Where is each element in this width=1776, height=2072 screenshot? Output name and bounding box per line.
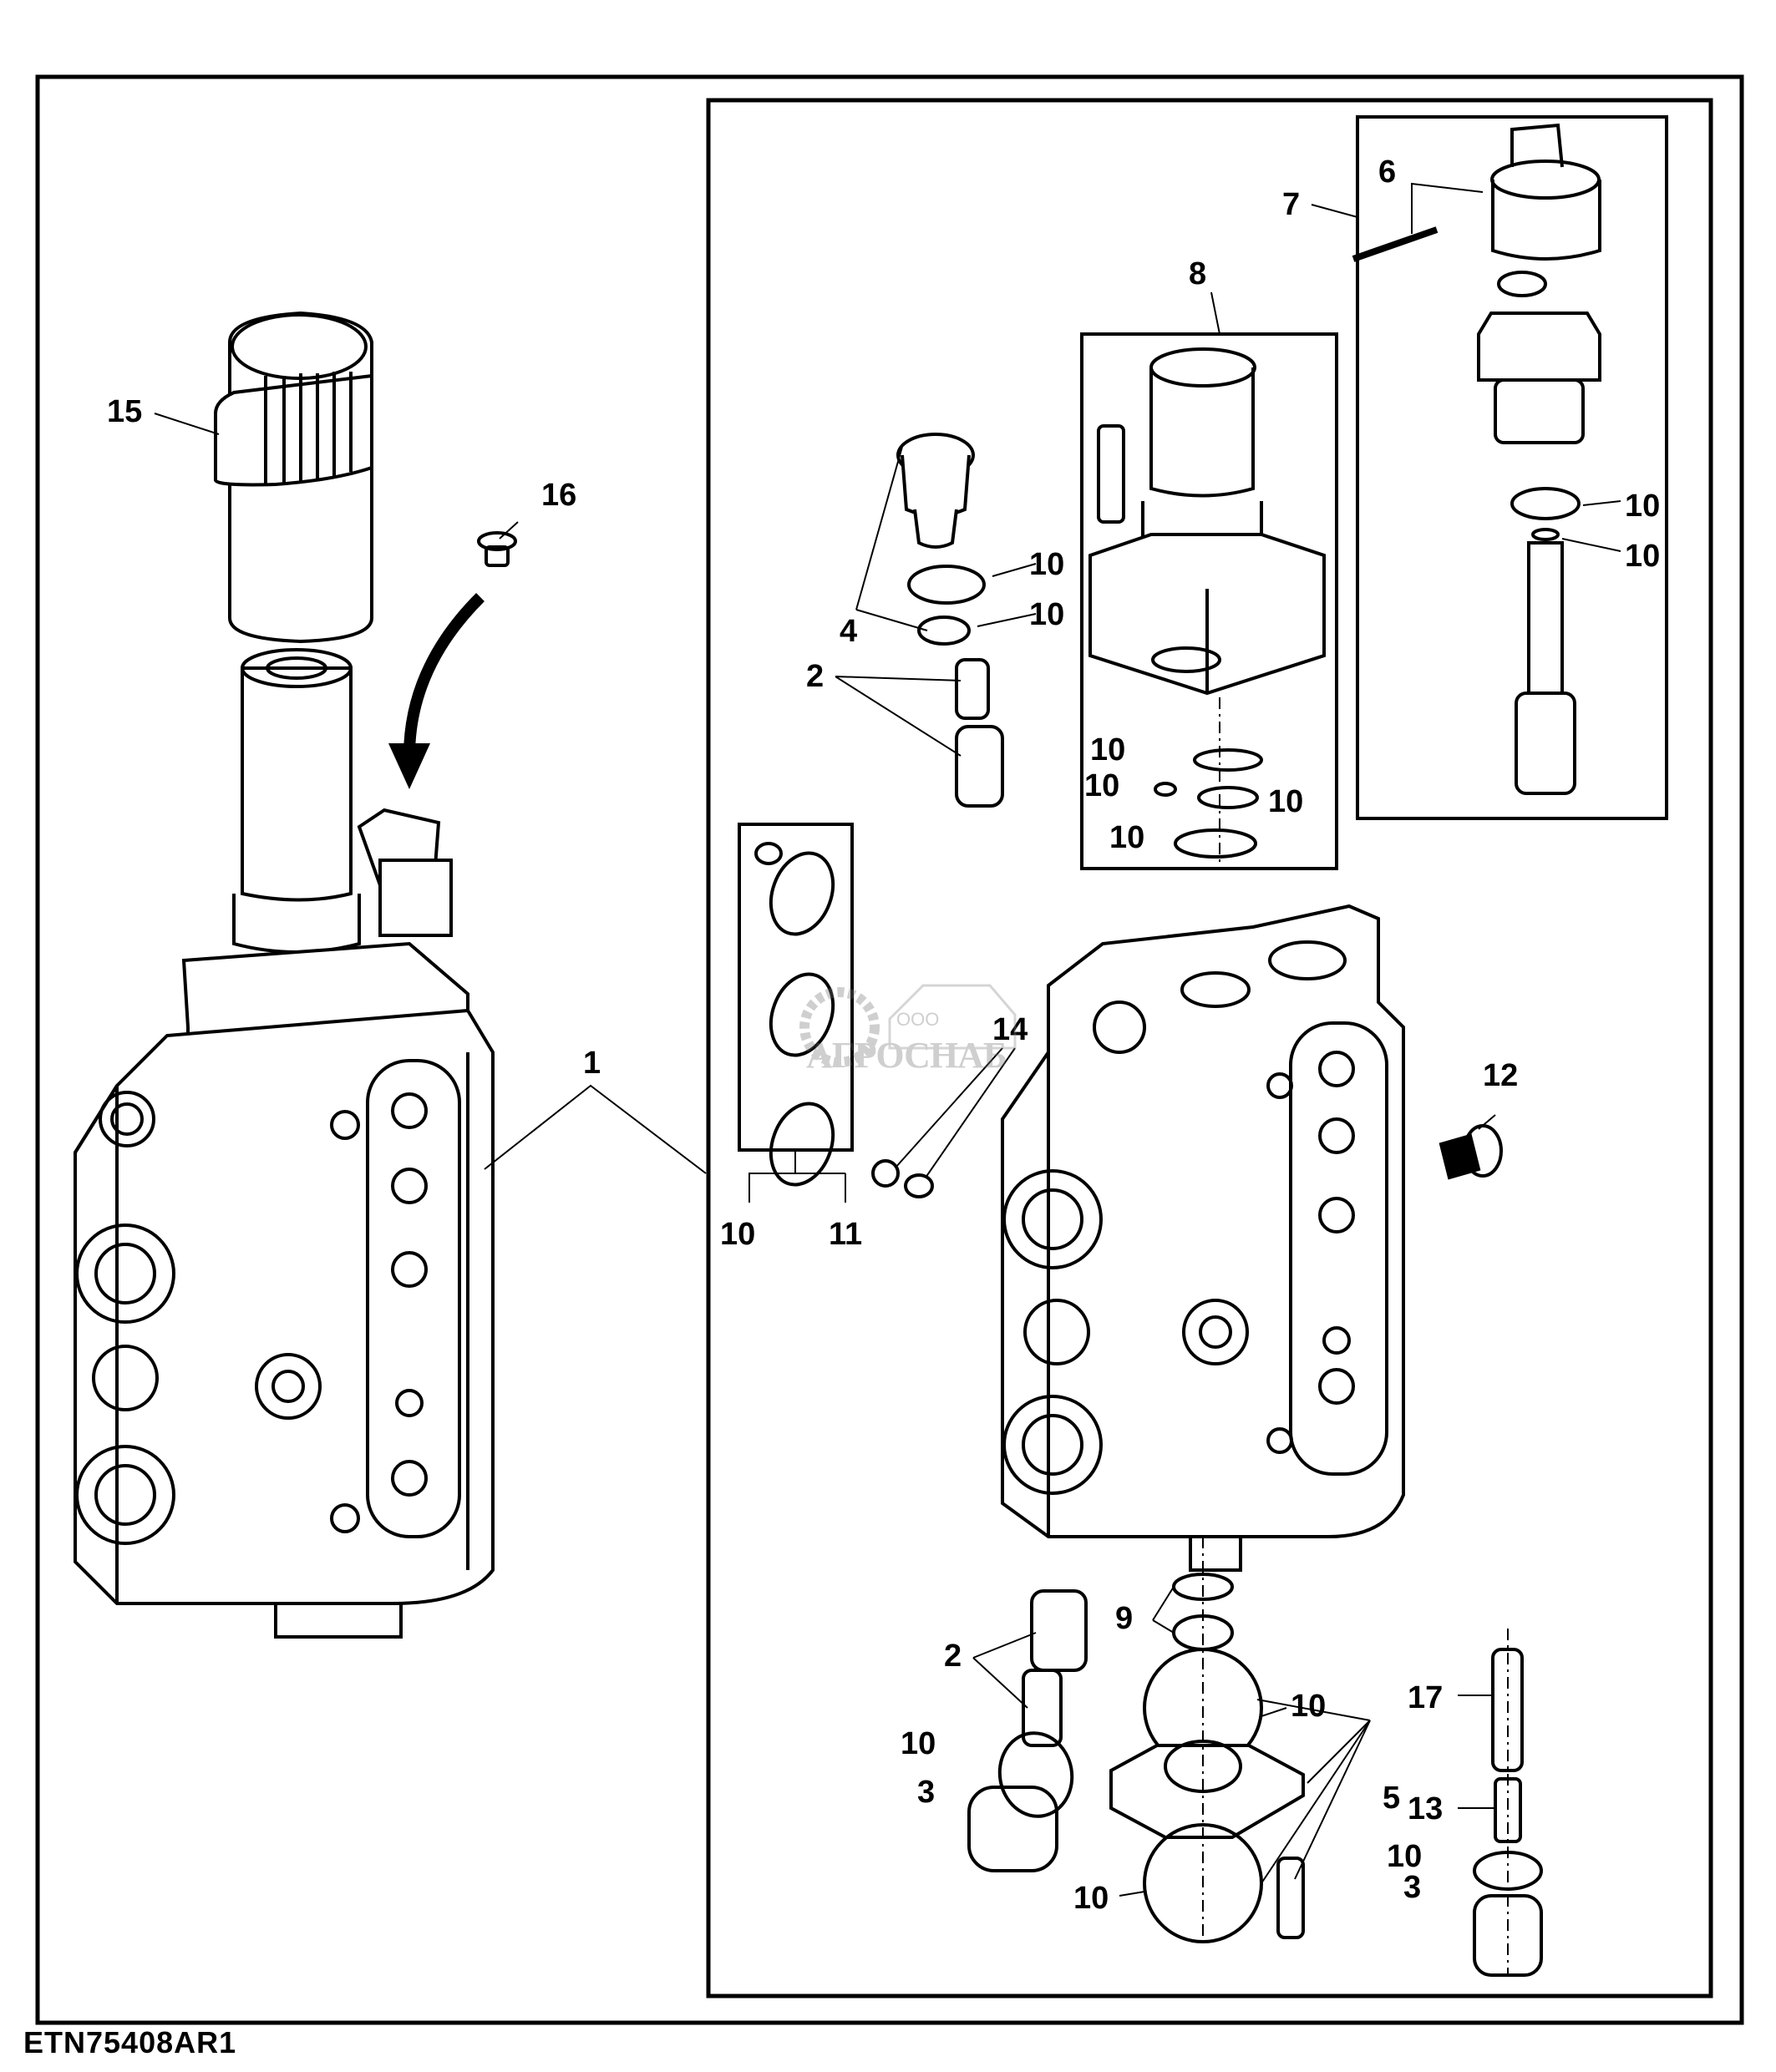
bottom-parts — [967, 1537, 1543, 1977]
callout-10-solenoid-b: 10 — [1084, 768, 1119, 803]
exploded-valve-block — [871, 904, 1503, 1572]
callout-10-cartridge-b: 10 — [1029, 597, 1064, 632]
cartridge-4 — [896, 433, 1004, 808]
callout-14: 14 — [992, 1012, 1028, 1047]
callout-12: 12 — [1483, 1058, 1518, 1093]
plug-16 — [477, 531, 517, 567]
callout-17: 17 — [1408, 1680, 1443, 1715]
callout-4: 4 — [840, 614, 857, 649]
leader-lines — [154, 182, 1621, 1897]
figure-code: ETN75408AR1 — [23, 2025, 237, 2059]
outer-frame — [35, 74, 1744, 2025]
watermark-prefix: ООО — [896, 1009, 940, 1030]
callout-1: 1 — [583, 1046, 601, 1081]
watermark-name: АГРОСНАБ — [806, 1035, 1007, 1076]
callout-10-plug-right: 10 — [1387, 1839, 1422, 1874]
callout-10-kit: 10 — [720, 1217, 755, 1252]
callout-10-solenoid-a: 10 — [1090, 732, 1125, 768]
callout-15: 15 — [107, 394, 142, 429]
callout-10-ring-upper: 10 — [1291, 1689, 1326, 1724]
callout-2-lower: 2 — [944, 1639, 962, 1674]
callout-16: 16 — [541, 478, 576, 513]
callout-3-right: 3 — [1403, 1870, 1421, 1905]
callout-10-detent-b: 10 — [1625, 539, 1660, 574]
box-item-8 — [1080, 332, 1338, 870]
callout-6: 6 — [1378, 155, 1396, 190]
callout-7: 7 — [1282, 187, 1300, 222]
callout-9: 9 — [1115, 1601, 1133, 1636]
watermark-logo: ООО АГРОСНАБ — [798, 969, 1048, 1086]
callout-10-ring-lower: 10 — [1073, 1881, 1109, 1916]
callout-10-cartridge-a: 10 — [1029, 547, 1064, 582]
seal-rings — [754, 842, 835, 1187]
callout-10-plug-left: 10 — [901, 1726, 936, 1761]
callout-3-left: 3 — [917, 1775, 935, 1810]
solenoid-cap-15 — [214, 311, 373, 644]
assembled-valve — [74, 311, 517, 1639]
install-arrow — [403, 593, 485, 757]
callout-13: 13 — [1408, 1791, 1443, 1826]
callout-labels: 1 15 16 4 2 10 10 8 7 6 10 10 10 10 10 1… — [107, 155, 1660, 1916]
gear-icon — [799, 984, 1017, 1067]
solenoid-body-8 — [1088, 347, 1326, 869]
exploded-view-frame — [706, 98, 1713, 1999]
detent-assembly-7 — [1352, 123, 1601, 795]
box-item-7 — [1356, 115, 1668, 820]
callout-8: 8 — [1189, 256, 1206, 291]
callout-11: 11 — [829, 1217, 862, 1252]
callout-2-upper: 2 — [806, 659, 824, 694]
callout-10-solenoid-c: 10 — [1268, 784, 1303, 819]
callout-5: 5 — [1383, 1781, 1400, 1816]
callout-10-detent-a: 10 — [1625, 489, 1660, 524]
callout-10-solenoid-d: 10 — [1109, 820, 1144, 855]
